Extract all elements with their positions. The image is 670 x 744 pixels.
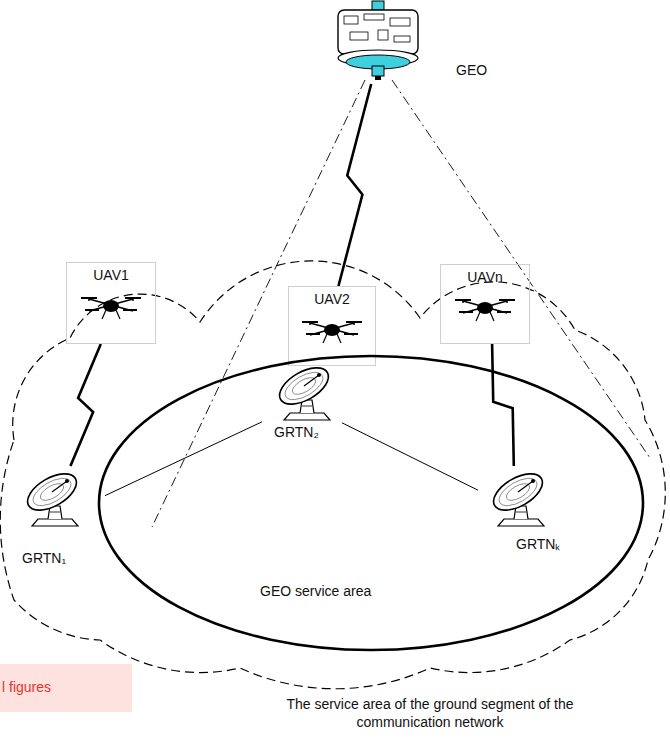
ground-segment-cloud <box>0 261 665 689</box>
node-label: GRTNₖ <box>516 536 560 553</box>
coverage-line <box>152 80 365 527</box>
uav-box: UAVn <box>440 264 530 344</box>
node-label: GEO <box>456 62 487 79</box>
antenna-icon <box>22 466 83 526</box>
node-label: GRTN₂ <box>274 424 319 441</box>
uav-icon <box>81 298 141 319</box>
ground-terminal: GRTN₂ <box>262 360 342 446</box>
uav-icon <box>455 300 515 321</box>
uav-box: UAV2 <box>288 286 376 366</box>
ground-terminal: GRTNₖ <box>478 466 566 558</box>
satellite-icon <box>338 1 418 80</box>
radio-link <box>70 344 100 466</box>
figure-caption: The service area of the ground segment o… <box>270 696 590 731</box>
node-label: UAVn <box>467 269 503 286</box>
radio-link <box>492 344 514 466</box>
clipped-note: l figures <box>0 664 132 712</box>
node-label: l figures <box>2 679 51 696</box>
ground-terminal: GRTN₁ <box>10 466 105 570</box>
uav-box: UAV1 <box>66 262 156 344</box>
ellipse-outline <box>97 354 645 652</box>
satellite-node: GEO <box>328 0 428 84</box>
radio-link <box>338 84 371 286</box>
coverage-line <box>392 80 650 458</box>
uav-icon <box>302 322 362 343</box>
node-label: UAV1 <box>93 267 129 284</box>
node-label: UAV2 <box>314 291 350 308</box>
antenna-icon <box>488 466 549 526</box>
node-label: GRTN₁ <box>22 550 66 567</box>
node-label: GEO service area <box>260 583 371 600</box>
ellipse-border <box>99 356 643 650</box>
ground-link <box>105 422 262 496</box>
antenna-icon <box>274 360 335 420</box>
ground-link <box>342 423 478 490</box>
service-area-ellipse: GEO service area GRTN₂ GRTNₖ <box>97 354 645 652</box>
